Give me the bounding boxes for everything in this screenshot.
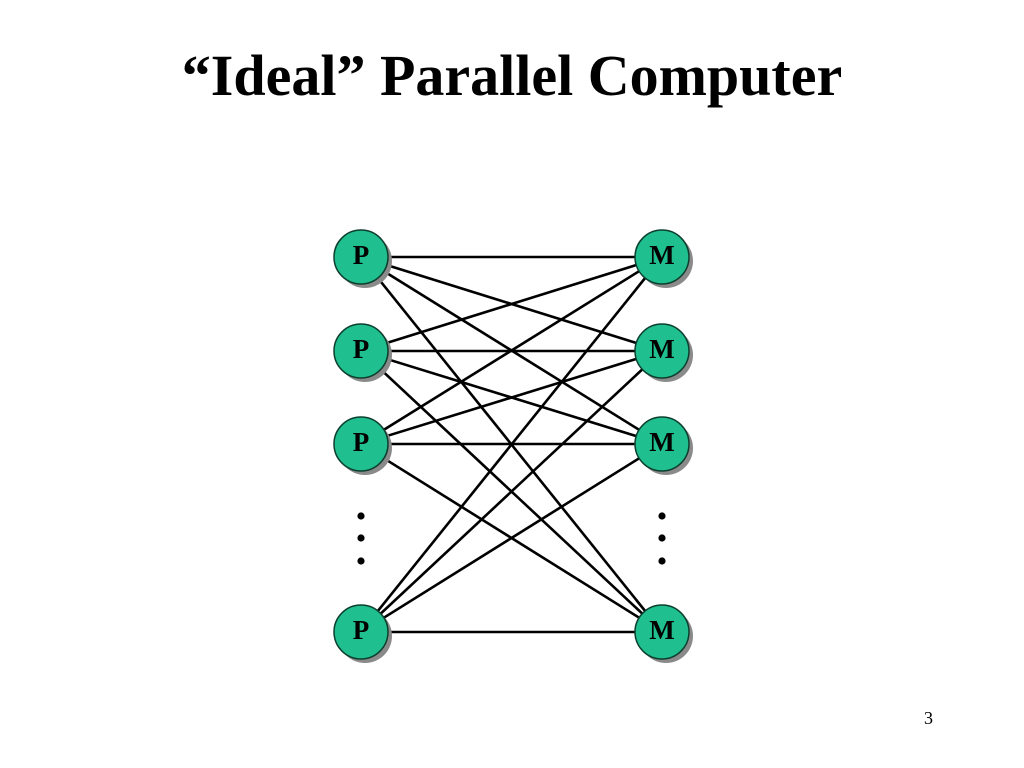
processor-node-3-circle (333, 416, 389, 472)
memory-ellipsis-dot-2 (658, 534, 666, 542)
processor-node-1-label: P (353, 240, 370, 270)
processor-node-2-label: P (353, 334, 370, 364)
ellipsis-group (357, 512, 666, 565)
memory-node-2: M (634, 323, 693, 382)
processor-ellipsis-dot-2 (357, 534, 365, 542)
processor-node-1-circle (333, 229, 389, 285)
memory-node-4-circle (634, 604, 690, 660)
processor-node-4-label: P (353, 615, 370, 645)
memory-ellipsis-dot-3 (658, 557, 666, 565)
memory-node-3-circle (634, 416, 690, 472)
memory-node-4: M (634, 604, 693, 663)
memory-node-2-circle (634, 323, 690, 379)
processor-node-3: P (333, 416, 392, 475)
processor-node-2: P (333, 323, 392, 382)
memory-node-2-label: M (649, 334, 674, 364)
edge-group (359, 255, 664, 634)
memory-node-3-label: M (649, 427, 674, 457)
edge-p4-m1 (359, 256, 664, 633)
memory-node-1: M (634, 229, 693, 288)
edge-p3-m1 (360, 255, 663, 446)
slide-title: “Ideal” Parallel Computer (181, 43, 843, 108)
page-number: 3 (924, 708, 933, 728)
memory-ellipsis-dot-1 (658, 512, 666, 520)
edge-p2-m1 (360, 255, 663, 353)
memory-node-4-label: M (649, 615, 674, 645)
edge-p4-m2 (360, 350, 663, 633)
memory-node-1-circle (634, 229, 690, 285)
memory-node-1-label: M (649, 240, 674, 270)
node-group: P P P P M M M M (333, 229, 693, 663)
edge-p4-m3 (360, 442, 663, 634)
edge-p3-m2 (360, 349, 663, 446)
processor-node-1: P (333, 229, 392, 288)
processor-node-3-label: P (353, 427, 370, 457)
processor-node-4: P (333, 604, 392, 663)
processor-ellipsis-dot-1 (357, 512, 365, 520)
processor-node-4-circle (333, 604, 389, 660)
processor-ellipsis-dot-3 (357, 557, 365, 565)
processor-node-2-circle (333, 323, 389, 379)
memory-node-3: M (634, 416, 693, 475)
